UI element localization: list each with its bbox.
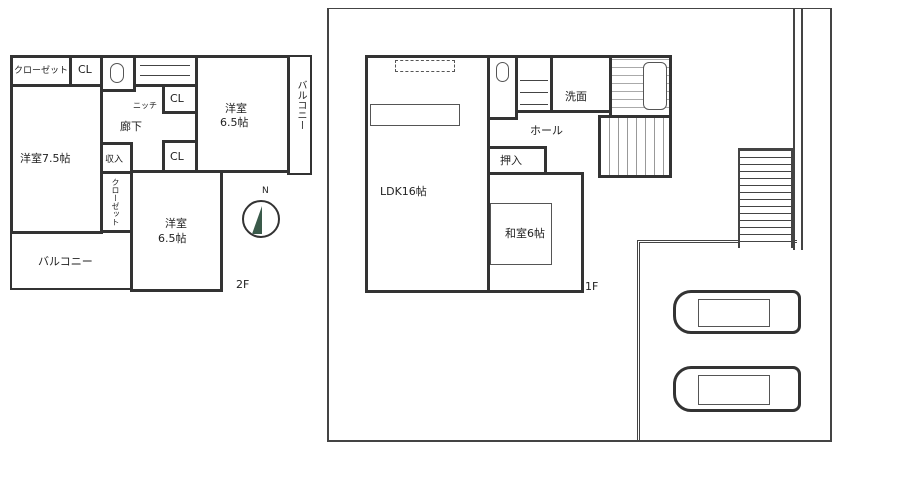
room-ldk: [365, 55, 490, 293]
site-boundary: [327, 8, 832, 442]
closet-top-label: クローゼット: [14, 66, 69, 76]
car-icon: [673, 290, 801, 334]
washroom: [550, 55, 612, 113]
cl-2-label: CL: [170, 92, 184, 105]
room-western-6-5-upper-label: 洋室: [225, 102, 247, 115]
floor-2-label: 2F: [236, 278, 250, 291]
boundary-wall: [793, 8, 803, 250]
entrance: [598, 115, 672, 178]
compass-label: N: [262, 186, 269, 196]
corridor-label: 廊下: [120, 120, 142, 133]
room-western-6-5-lower-label: 洋室: [165, 217, 187, 230]
bathtub-icon: [643, 62, 667, 110]
balcony-bottom-label: バルコニー: [38, 255, 93, 268]
toilet-icon: [496, 62, 509, 82]
hall-label: ホール: [530, 124, 563, 137]
cl-3-label: CL: [170, 150, 184, 163]
toilet-icon: [110, 63, 124, 83]
tatami-lines: [490, 203, 552, 265]
oshiire-label: 押入: [500, 154, 522, 167]
kitchen-counter: [370, 104, 460, 126]
compass-icon: [242, 200, 280, 238]
room-western-6-5-lower-size: 6.5帖: [158, 232, 187, 245]
room-western-6-5-upper-size: 6.5帖: [220, 116, 249, 129]
closet-vertical-label: クローゼット: [111, 178, 120, 226]
outdoor-stairs: [738, 148, 793, 248]
cl-1-label: CL: [78, 63, 92, 76]
parking-area: [637, 240, 797, 442]
room-ldk-label: LDK16帖: [380, 185, 427, 198]
room-japanese: [487, 172, 584, 293]
balcony-bottom: [10, 231, 133, 290]
kitchen-top-counter: [395, 60, 455, 72]
balcony-right-label: バルコニー: [295, 80, 306, 130]
room-japanese-label: 和室6帖: [505, 227, 545, 240]
stairs-2f: [133, 55, 198, 87]
storage-label: 収入: [105, 155, 124, 165]
balcony-right: [287, 55, 312, 175]
car-icon: [673, 366, 801, 412]
niche-label: ニッチ: [133, 101, 157, 110]
room-western-7-5-label: 洋室7.5帖: [20, 152, 71, 165]
floor-1-label: 1F: [585, 280, 599, 293]
washroom-label: 洗面: [565, 90, 587, 103]
